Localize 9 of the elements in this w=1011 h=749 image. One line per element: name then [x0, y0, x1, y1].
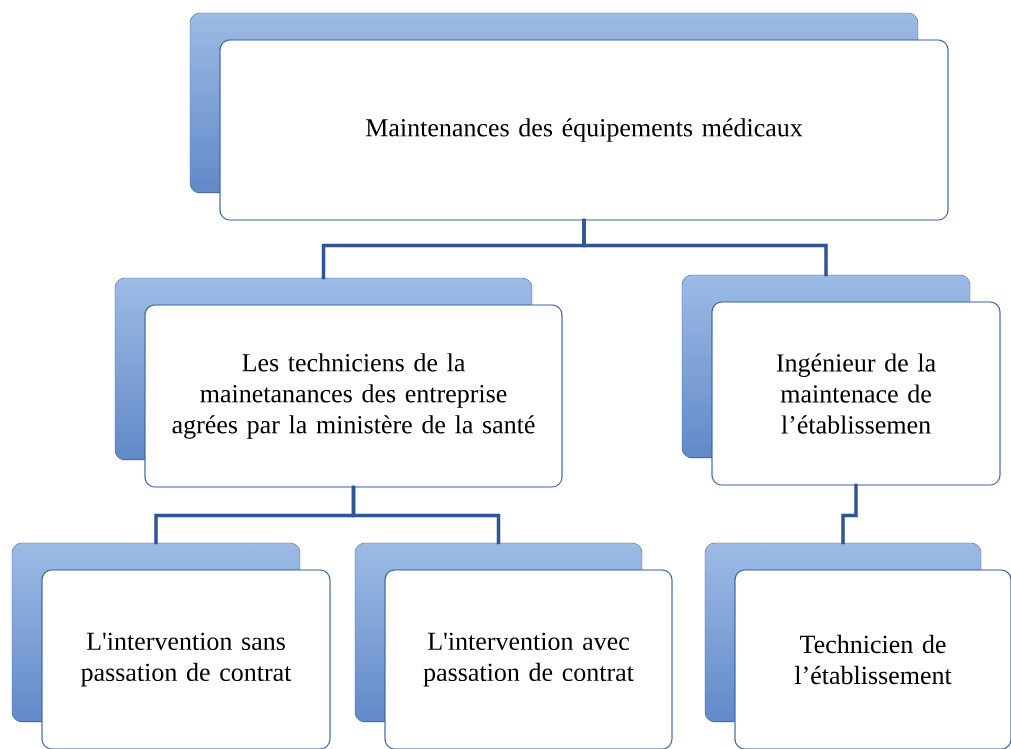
process-box: L'intervention sans passation de contrat	[11, 542, 331, 749]
process-box: Ingénieur de la maintenace de l’établissemen	[681, 274, 1001, 486]
process-box: L'intervention avec passation de contrat	[354, 542, 673, 749]
process-box: Les techniciens de la mainetanances des entreprise agrées par la ministère de la santé	[114, 277, 563, 488]
connector	[351, 485, 501, 545]
connector	[582, 218, 828, 277]
process-box: Maintenances des équipements médicaux	[189, 12, 949, 221]
connector	[841, 483, 858, 545]
process-box: Technicien de l’établissement	[704, 542, 1011, 749]
